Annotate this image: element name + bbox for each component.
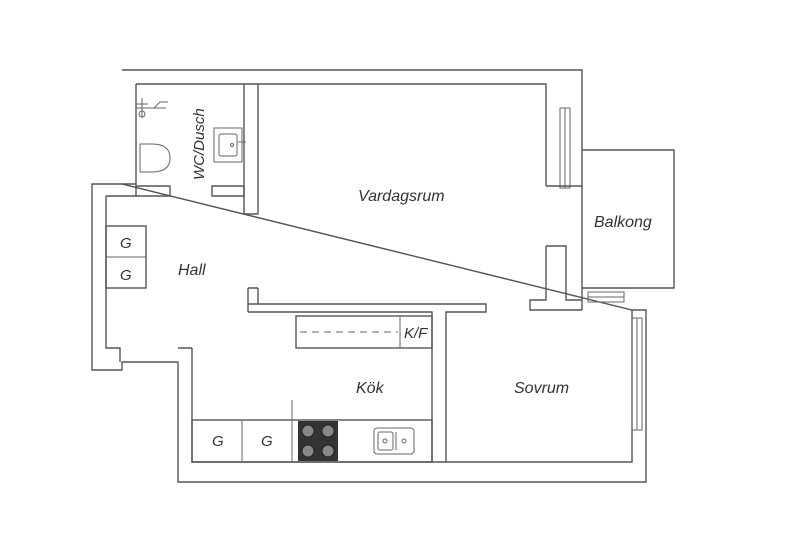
kitchen-counter [191, 400, 433, 463]
interior-walls [136, 84, 487, 462]
wardrobe-label: G [120, 267, 132, 284]
wardrobe-label: G [120, 235, 132, 252]
hall-wardrobes [105, 225, 147, 289]
balcony [546, 149, 675, 301]
wc-label: WC/Dusch [191, 108, 208, 180]
windows [559, 107, 643, 431]
living-room-label: Vardagsrum [358, 188, 445, 205]
toilet-icon [139, 143, 171, 173]
kitchen-label: Kök [356, 380, 385, 397]
kitchen-sink-icon [373, 427, 415, 455]
fridge-counter [295, 315, 433, 349]
shower-icon [136, 98, 168, 118]
stove-icon [298, 421, 338, 461]
bathroom-sink-icon [213, 127, 246, 163]
fridge-label: K/F [404, 325, 428, 342]
wardrobe-label: G [212, 433, 224, 450]
balcony-label: Balkong [594, 214, 652, 231]
wardrobe-label: G [261, 433, 273, 450]
bedroom-label: Sovrum [514, 380, 569, 397]
hall-label: Hall [178, 262, 206, 279]
